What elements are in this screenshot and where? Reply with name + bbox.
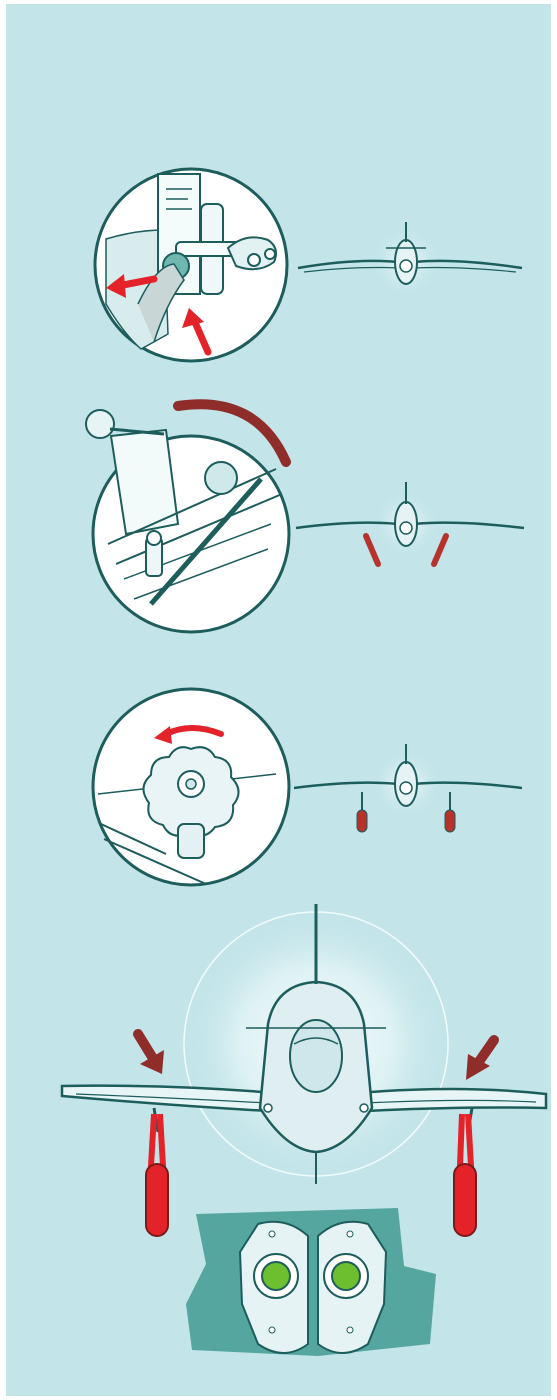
left-wheel	[146, 1164, 168, 1236]
step-2-gear-selector	[86, 404, 524, 632]
landing-gear-procedure-illustration	[6, 4, 551, 1396]
step-4-gear-locked	[62, 904, 546, 1236]
dark-red-arrow-left-icon	[138, 1034, 164, 1074]
right-wheel	[454, 1164, 476, 1236]
illustration-panel	[6, 4, 551, 1396]
dark-red-arrow-right-icon	[466, 1040, 494, 1080]
aircraft-front-view-gear-extending-icon	[296, 482, 524, 564]
step-3-star-knob	[93, 689, 522, 885]
right-green-light	[332, 1262, 360, 1290]
aircraft-front-view-gear-retracted-icon	[298, 222, 522, 296]
step-1-release-lever	[95, 169, 522, 361]
aircraft-front-view-gear-down-icon	[294, 744, 522, 832]
gear-indicator-lights-icon	[186, 1208, 436, 1356]
left-green-light	[262, 1262, 290, 1290]
